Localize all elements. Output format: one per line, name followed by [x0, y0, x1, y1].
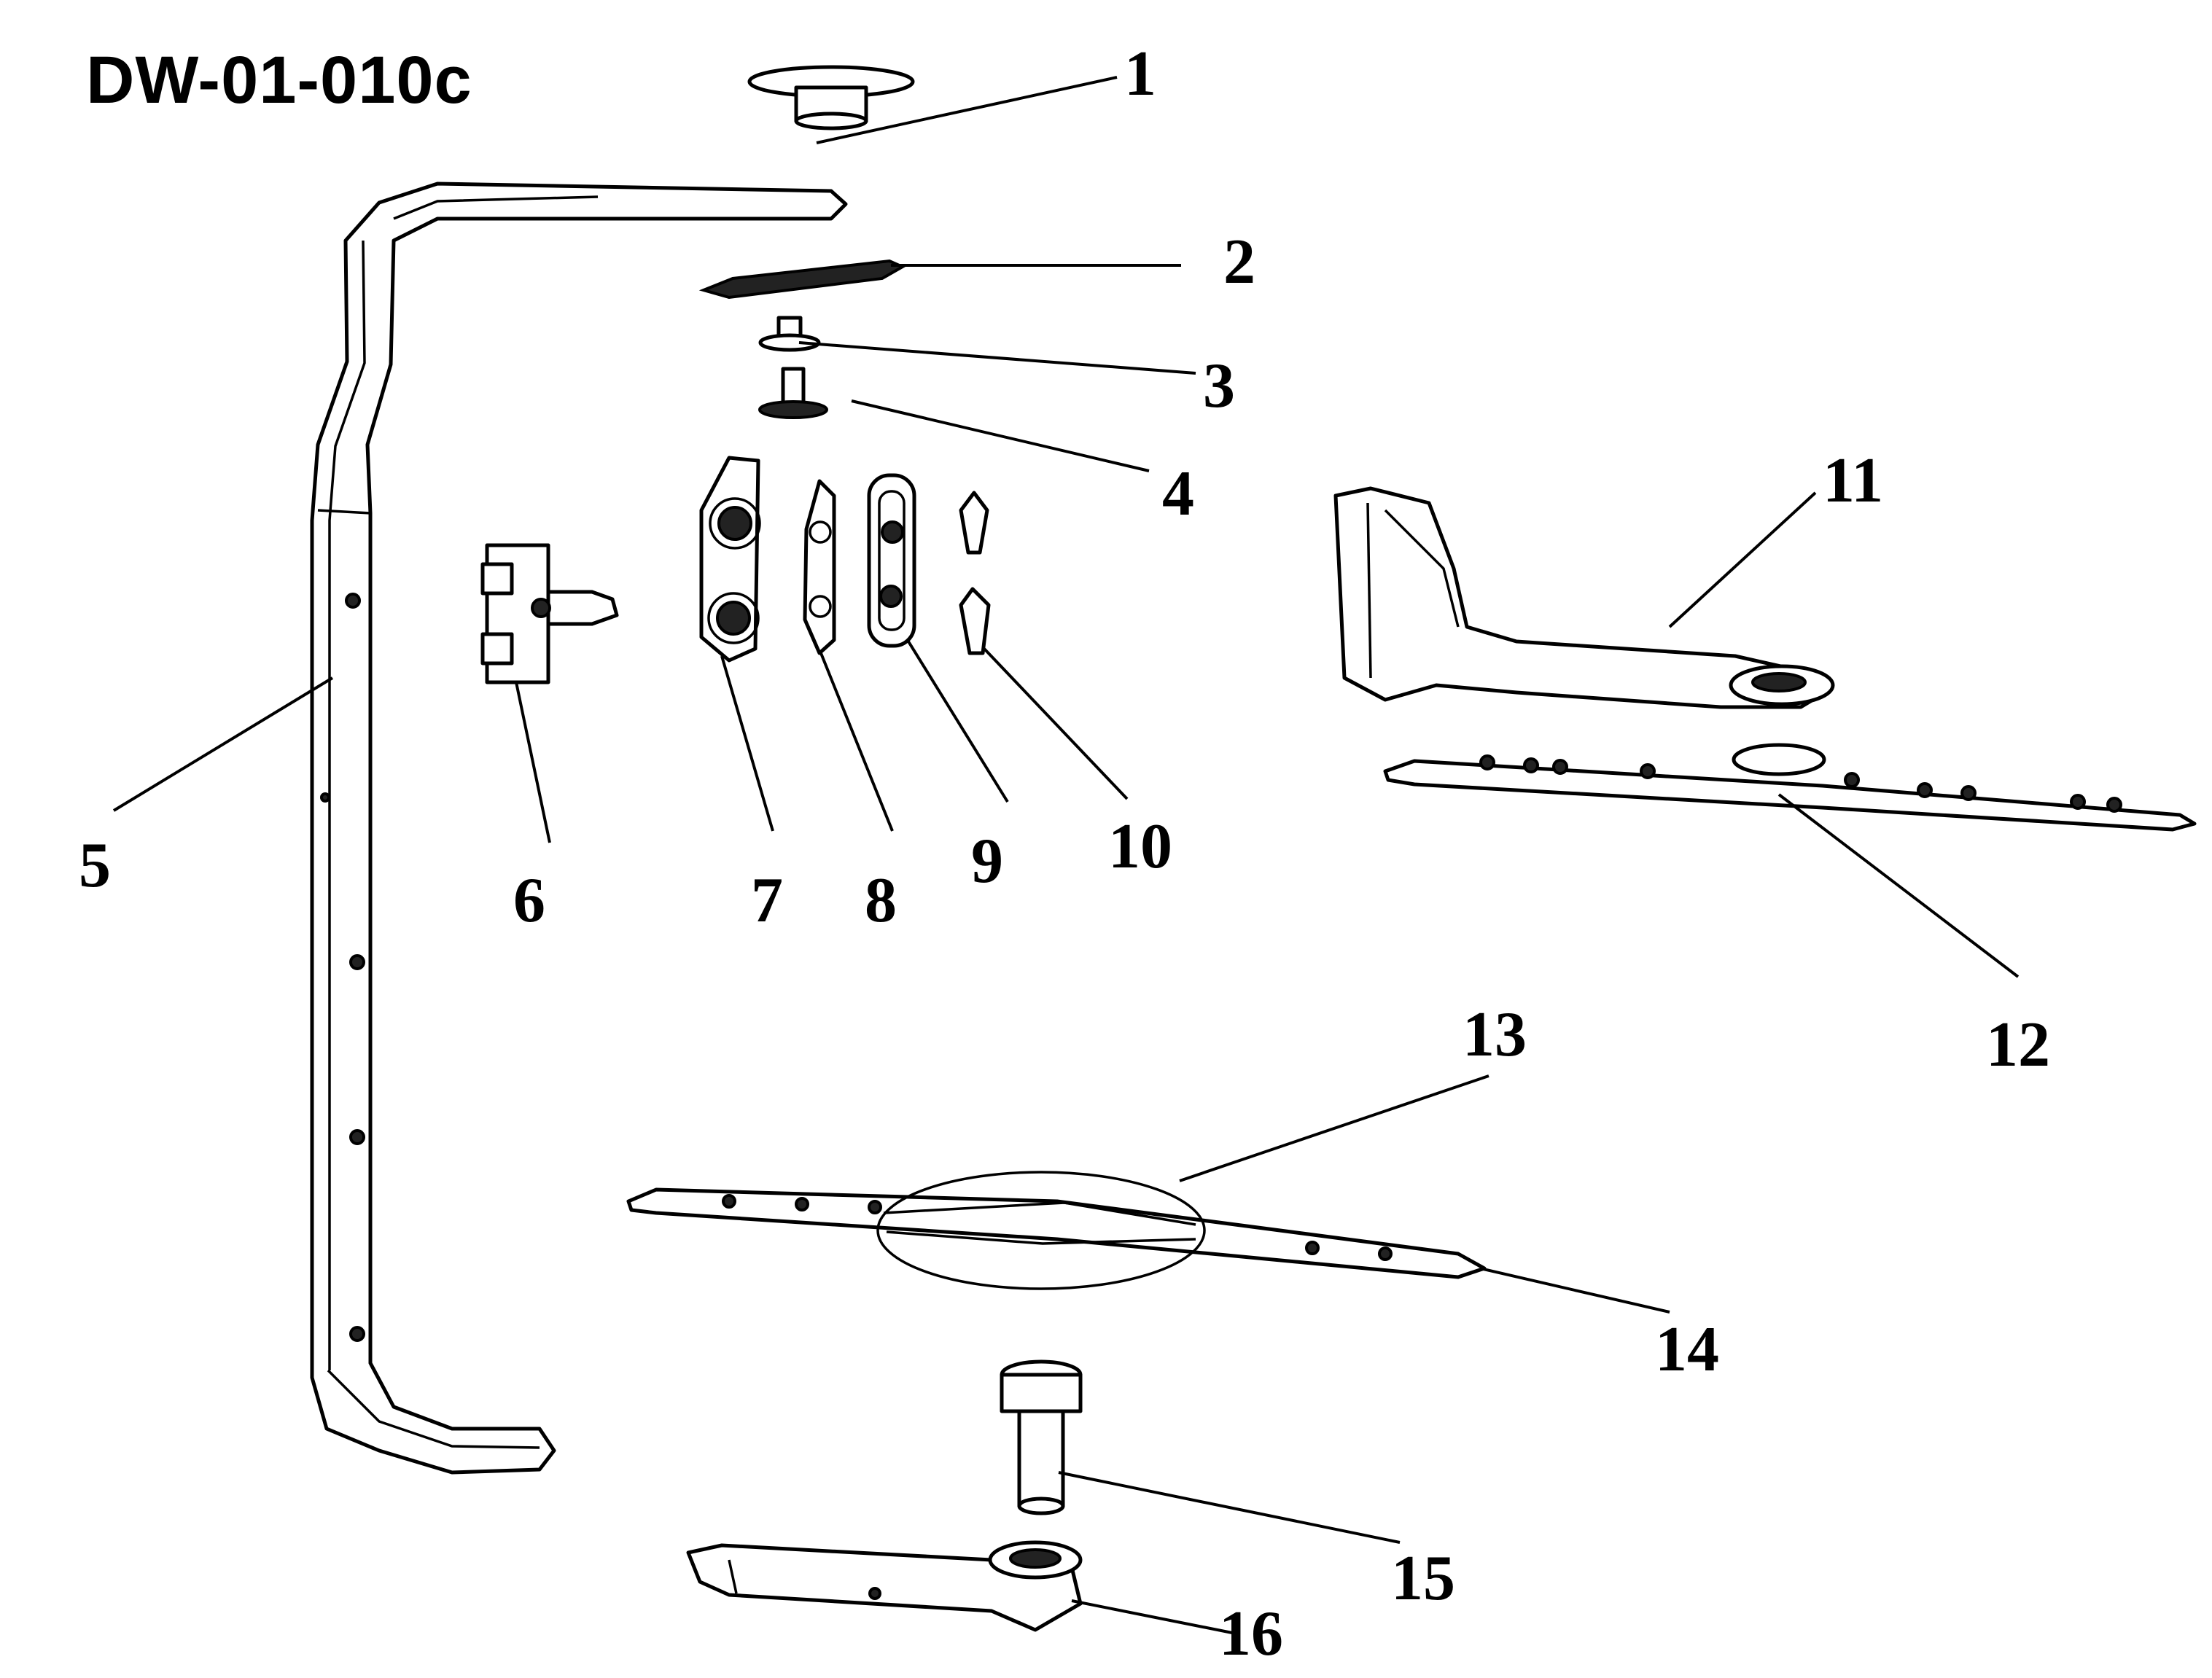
leader-8 — [819, 652, 894, 832]
leader-11 — [1668, 491, 1817, 628]
part-7-seal-plate — [699, 456, 761, 663]
callout-14: 14 — [1655, 1314, 1719, 1385]
part-1-cap — [747, 65, 915, 130]
leader-15 — [1058, 1471, 1401, 1544]
callout-4: 4 — [1162, 458, 1194, 529]
leader-lines — [112, 76, 2020, 1634]
part-9-seal-plate — [867, 473, 916, 648]
leader-16 — [1071, 1599, 1233, 1634]
part-12-upper-spray-arm — [1383, 743, 2197, 832]
part-6-bracket — [480, 543, 619, 684]
leader-14 — [1479, 1267, 1670, 1314]
part-8-gasket — [803, 479, 836, 655]
callout-9: 9 — [971, 826, 1003, 897]
part-10-clips — [959, 491, 991, 655]
callout-2: 2 — [1223, 227, 1255, 297]
callout-6: 6 — [513, 865, 545, 936]
callout-5: 5 — [79, 830, 111, 901]
part-11-spray-arm-holder — [1333, 486, 1835, 709]
callout-3: 3 — [1203, 351, 1235, 421]
leader-12 — [1777, 793, 2020, 978]
callout-12: 12 — [1986, 1010, 2050, 1080]
part-2-gasket — [698, 259, 906, 300]
callout-1: 1 — [1124, 39, 1156, 109]
part-16-lower-wash-arm — [686, 1540, 1083, 1632]
part-3-pin — [758, 316, 821, 352]
part-5-supply-tube — [310, 182, 848, 1475]
callout-10: 10 — [1108, 811, 1172, 882]
callout-16: 16 — [1219, 1599, 1283, 1669]
leader-1 — [816, 76, 1118, 144]
part-14-lower-spray-arm — [626, 1187, 1487, 1279]
leader-5 — [112, 676, 334, 812]
leader-4 — [851, 399, 1150, 472]
leader-10 — [983, 647, 1129, 800]
part-15-spray-arm-hub — [1000, 1359, 1083, 1515]
part-4-pin — [758, 367, 828, 419]
leader-9 — [907, 640, 1009, 803]
part-13-center-ring — [876, 1171, 1206, 1290]
callout-11: 11 — [1823, 445, 1883, 516]
callout-13: 13 — [1463, 999, 1527, 1070]
callout-7: 7 — [751, 865, 783, 936]
diagram-code: DW-01-010c — [86, 43, 472, 117]
leader-7 — [720, 655, 774, 832]
callout-numbers: 1 2 3 4 5 6 7 8 9 10 11 12 13 14 15 16 — [79, 39, 2050, 1669]
leader-3 — [798, 341, 1196, 375]
callout-15: 15 — [1391, 1543, 1455, 1614]
leader-13 — [1179, 1074, 1489, 1182]
callout-8: 8 — [865, 865, 897, 936]
leader-6 — [515, 682, 551, 843]
